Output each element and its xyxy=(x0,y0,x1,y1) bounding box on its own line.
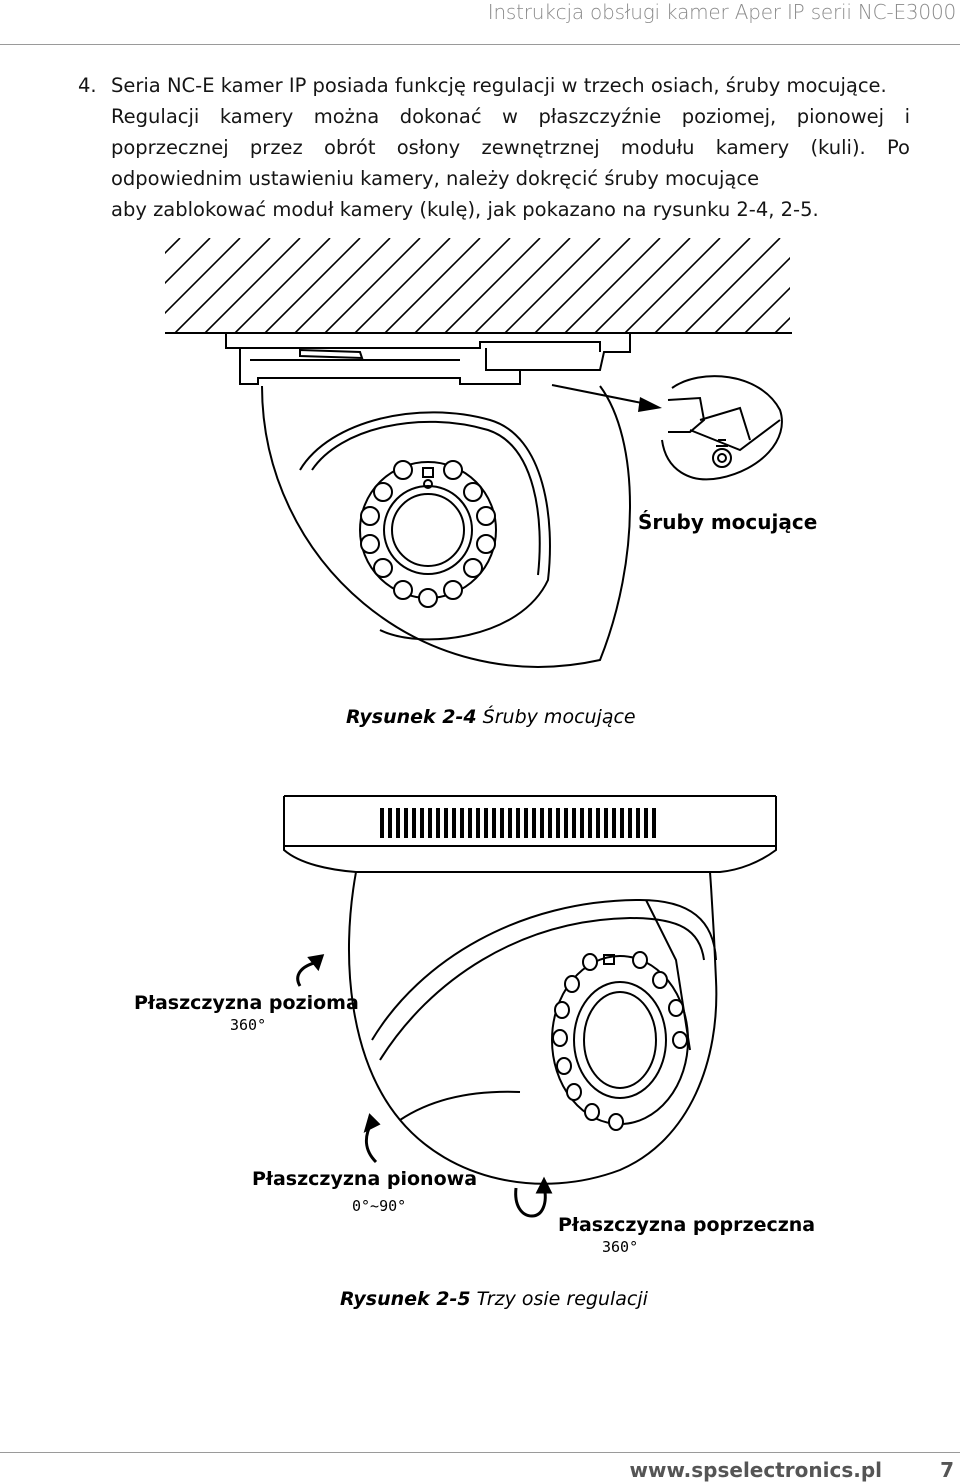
section-paragraph: 4. Seria NC-E kamer IP posiada funkcję r… xyxy=(78,70,910,225)
screw-detail xyxy=(661,375,783,481)
housing-vents xyxy=(380,808,656,838)
figure-2-5-caption-text: Trzy osie regulacji xyxy=(476,1288,648,1310)
section-number: 4. xyxy=(78,74,97,97)
tilt-label: Płaszczyzna pionowa xyxy=(252,1168,478,1190)
ir-led-ring xyxy=(360,460,496,608)
rotate-degrees: 360° xyxy=(602,1238,639,1256)
housing-top xyxy=(283,795,777,873)
figure-2-5-caption-number: Rysunek 2-5 xyxy=(340,1288,471,1310)
tilt-degrees: 0°~90° xyxy=(352,1197,407,1215)
detail-arrow xyxy=(551,384,662,412)
pan-arrow-icon xyxy=(296,954,325,987)
header-divider xyxy=(0,44,960,45)
figure-2-4-drawing xyxy=(165,238,792,668)
page-number: 7 xyxy=(940,1458,954,1482)
figure-2-4-caption-text: Śruby mocujące xyxy=(482,706,636,728)
pan-label: Płaszczyzna pozioma xyxy=(134,992,359,1014)
figure-2-5-caption: Rysunek 2-5 Trzy osie regulacji xyxy=(340,1288,648,1310)
mounting-base xyxy=(225,333,631,385)
pan-degrees: 360° xyxy=(230,1016,267,1034)
section-body: Regulacji kamery można dokonać w płaszcz… xyxy=(111,105,910,190)
rotate-label: Płaszczyzna poprzeczna xyxy=(558,1214,816,1236)
section-first-line: Seria NC-E kamer IP posiada funkcję regu… xyxy=(111,74,887,97)
footer-divider xyxy=(0,1452,960,1453)
tilt-arrow-icon xyxy=(363,1113,381,1164)
figure-2-4-caption-number: Rysunek 2-4 xyxy=(346,706,477,728)
ceiling-hatch xyxy=(165,238,790,333)
section-last-line: aby zablokować moduł kamery (kulę), jak … xyxy=(111,198,819,221)
tilted-ir-leds xyxy=(552,951,688,1131)
screws-label: Śruby mocujące xyxy=(638,510,818,534)
dome-body xyxy=(261,385,631,668)
page-header-title: Instrukcja obsługi kamer Aper IP serii N… xyxy=(487,0,956,24)
tilted-dome xyxy=(347,871,718,1185)
roll-arrow-icon xyxy=(514,1176,553,1218)
footer-url: www.spselectronics.pl xyxy=(629,1458,883,1482)
figure-2-4-caption: Rysunek 2-4 Śruby mocujące xyxy=(346,706,636,728)
